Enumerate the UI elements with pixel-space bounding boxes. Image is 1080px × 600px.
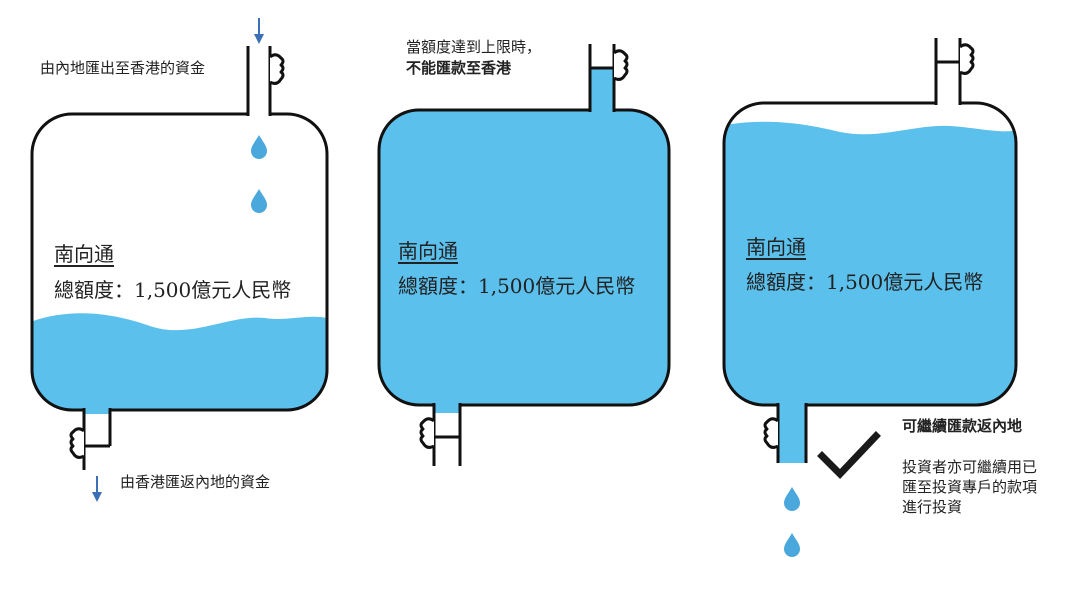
- tank-left-title: 南向通: [54, 242, 114, 266]
- continue-note-line2: 匯至投資專戶的款項: [902, 478, 1038, 496]
- tank-right: [722, 38, 1018, 463]
- inflow-caption: 由內地匯出至香港的資金: [40, 59, 206, 77]
- checkmark-icon: [817, 431, 881, 480]
- tank-middle-title: 南向通: [398, 239, 458, 263]
- quota-value: 1,500: [134, 278, 192, 302]
- faucet-icon: [612, 49, 629, 81]
- quota-value: 1,500: [826, 270, 884, 294]
- quota-unit: 億元人民幣: [191, 278, 292, 302]
- quota-label: 總額度：: [398, 274, 478, 298]
- faucet-icon: [69, 427, 86, 459]
- continue-note-line1: 投資者亦可繼續用已: [902, 458, 1038, 476]
- water-left: [32, 313, 327, 410]
- faucet-icon: [763, 417, 780, 449]
- tank-left: [30, 46, 329, 470]
- quota-unit: 億元人民幣: [535, 274, 636, 298]
- quota-value: 1,500: [478, 274, 536, 298]
- tank-right-quota: 總額度：1,500億元人民幣: [746, 266, 983, 295]
- tank-right-body: [722, 101, 1018, 407]
- limit-caption-line2: 不能匯款至香港: [406, 59, 512, 77]
- faucet-icon: [268, 53, 285, 85]
- water-middle: [379, 110, 669, 405]
- tank-right-title: 南向通: [746, 235, 806, 259]
- arrow-down-icon: [254, 18, 264, 44]
- tank-middle: [377, 44, 671, 466]
- faucet-icon: [419, 417, 436, 449]
- faucet-icon: [958, 43, 975, 75]
- quota-label: 總額度：: [746, 270, 826, 294]
- water-drop-icon: [784, 533, 800, 557]
- water-drop-icon: [251, 135, 267, 159]
- quota-label: 總額度：: [54, 278, 134, 302]
- tank-left-quota: 總額度：1,500億元人民幣: [54, 274, 291, 303]
- arrow-down-icon: [92, 476, 102, 502]
- water-drop-icon: [251, 189, 267, 213]
- water-right: [724, 121, 1016, 405]
- tank-left-body: [30, 112, 329, 412]
- limit-caption-line1: 當額度達到上限時，: [406, 38, 542, 56]
- continue-remit-heading: 可繼續匯款返內地: [902, 417, 1023, 435]
- continue-note-line3: 進行投資: [902, 498, 963, 516]
- water-drop-icon: [784, 487, 800, 511]
- tank-middle-body: [377, 108, 671, 407]
- outflow-caption: 由香港匯返內地的資金: [120, 473, 271, 491]
- quota-unit: 億元人民幣: [883, 270, 984, 294]
- tank-middle-quota: 總額度：1,500億元人民幣: [398, 270, 635, 299]
